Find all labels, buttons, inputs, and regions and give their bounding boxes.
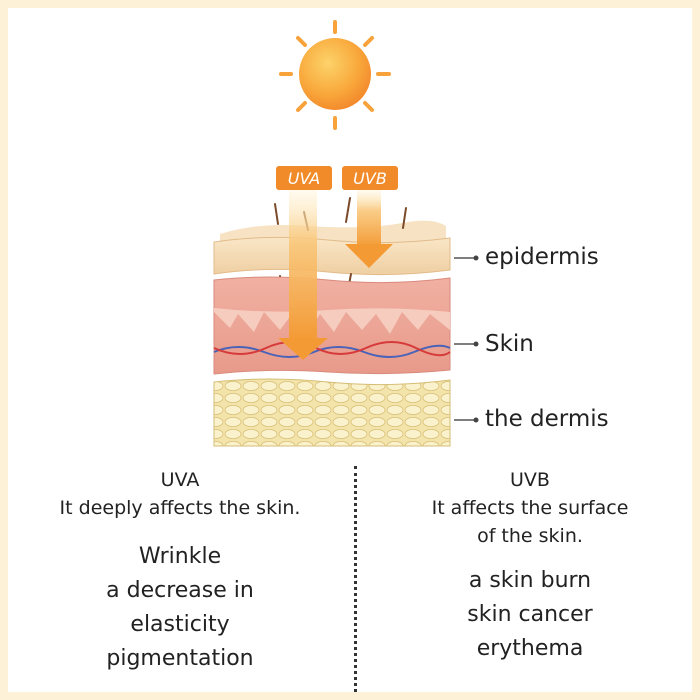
uvb-description-line: It affects the surface (431, 497, 629, 519)
sun-icon (279, 20, 391, 130)
uvb-effect: erythema (476, 636, 584, 661)
uva-effect: pigmentation (106, 646, 254, 671)
uvb-effect: skin cancer (467, 602, 593, 627)
uva-badge: UVA (276, 166, 332, 190)
uva-arrow-icon (278, 190, 328, 360)
label-skin: Skin (485, 331, 534, 357)
column-divider (354, 466, 357, 692)
svg-text:UVA: UVA (288, 169, 321, 188)
label-epidermis: epidermis (485, 244, 599, 270)
uva-title: UVA (160, 469, 200, 491)
uvb-effects: a skin burn skin cancer erythema (380, 564, 680, 666)
papillae (214, 308, 450, 334)
epidermis-layer (213, 236, 451, 276)
illustration-card: UVA UVB epidermis Skin the dermis UVA It… (8, 8, 692, 692)
uvb-effect: a skin burn (468, 568, 592, 593)
uvb-title: UVB (510, 469, 550, 491)
uva-effect: Wrinkle (138, 544, 222, 569)
label-dermis: the dermis (485, 406, 609, 432)
uva-description: It deeply affects the skin. (59, 497, 301, 519)
uvb-description-line: of the skin. (477, 525, 583, 547)
leader-lines (454, 257, 476, 421)
uvb-column: UVB It affects the surface of the skin. … (380, 466, 680, 666)
uva-effects: Wrinkle a decrease in elasticity pigment… (30, 540, 330, 676)
dermis-layer (213, 378, 451, 447)
skin-uv-diagram: UVA UVB (213, 20, 479, 447)
artery (213, 341, 451, 357)
uvb-arrow-icon (345, 190, 393, 268)
uva-effect: elasticity (130, 612, 230, 637)
svg-text:UVB: UVB (353, 169, 387, 188)
uva-effect: a decrease in (106, 578, 254, 603)
uvb-badge: UVB (342, 166, 398, 190)
uva-column: UVA It deeply affects the skin. Wrinkle … (30, 466, 330, 676)
